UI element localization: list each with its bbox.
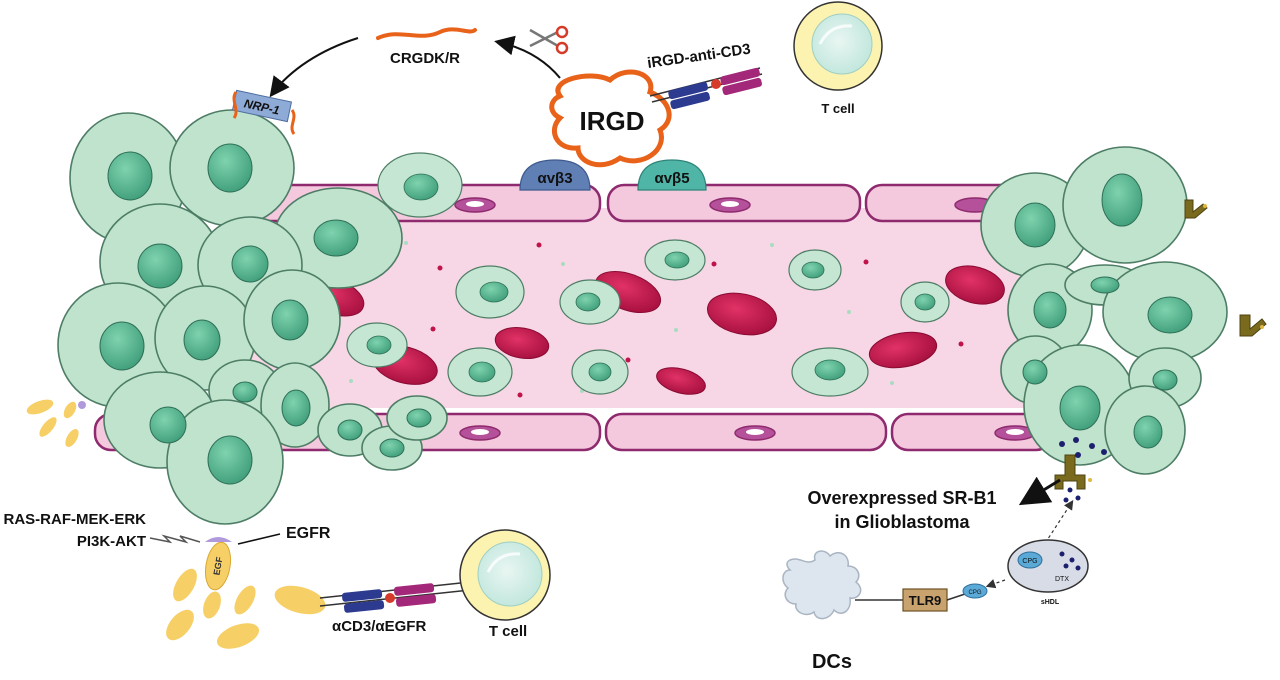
- t-cell-icon-bottom: [459, 529, 551, 621]
- shdl-label: sHDL: [1041, 599, 1060, 606]
- srb1-label-1: Overexpressed SR-B1: [807, 488, 996, 508]
- tlr9-label: TLR9: [909, 593, 942, 608]
- irgd-label: IRGD: [580, 106, 645, 136]
- arrow-icon-cleave: [494, 35, 561, 79]
- pathway-label-1: RAS-RAF-MEK-ERK: [4, 511, 147, 528]
- egfr-pointer: [237, 533, 281, 545]
- egf-ligand: [204, 537, 232, 591]
- cpg-small-label: CPG: [968, 590, 981, 596]
- t-cell-icon-top: [793, 1, 883, 91]
- left-tumor-nuclei: [99, 143, 432, 485]
- released-cpg-dots: [1059, 437, 1107, 503]
- irgd-peptide-shape: [549, 69, 672, 168]
- avb3-label: αvβ3: [537, 170, 572, 187]
- arrow-icon-srb1: [1018, 476, 1061, 506]
- right-tumor-mass: [980, 146, 1228, 475]
- t-cell-label-bottom: T cell: [489, 623, 527, 640]
- t-cell-label-top: T cell: [821, 101, 854, 116]
- irgd-anti-cd3-label: iRGD-anti-CD3: [646, 41, 752, 72]
- nrp1-receptor: [231, 89, 296, 135]
- right-tumor-nuclei: [1014, 173, 1193, 449]
- hdl-nanodisc-icon: [1007, 539, 1089, 593]
- arrow-icon-to-nrp1: [269, 37, 359, 98]
- signal-zigzag-icon: [149, 534, 201, 544]
- circulating-tumor-nuclei: [366, 173, 936, 383]
- dendritic-cell-icon: [782, 550, 862, 620]
- crgdk-peptide: [376, 27, 477, 40]
- srb1-label-2: in Glioblastoma: [834, 512, 970, 532]
- acd3-aegfr-label: αCD3/αEGFR: [332, 618, 426, 635]
- egf-label: EGF: [211, 556, 224, 576]
- scissors-icon: [529, 25, 569, 55]
- dcs-label: DCs: [812, 651, 852, 673]
- crgdk-label: CRGDK/R: [390, 50, 460, 67]
- cpg-label: CPG: [1022, 558, 1037, 565]
- pathway-label-2: PI3K-AKT: [77, 533, 146, 550]
- dtx-label: DTX: [1055, 576, 1069, 583]
- avb5-label: αvβ5: [654, 170, 689, 187]
- sr-b1-receptors: [1054, 199, 1267, 490]
- egf-particles: [26, 399, 326, 649]
- irgd-anti-cd3-antibody: [649, 67, 763, 110]
- egfr-label: EGFR: [286, 525, 331, 542]
- integrin-receptors: [519, 159, 707, 191]
- tlr9-receptor: [855, 583, 988, 612]
- arrow-icon-dotted-left: [985, 579, 1006, 589]
- acd3-aegfr-antibody: [319, 581, 471, 613]
- egfr-marker-left: [78, 401, 86, 409]
